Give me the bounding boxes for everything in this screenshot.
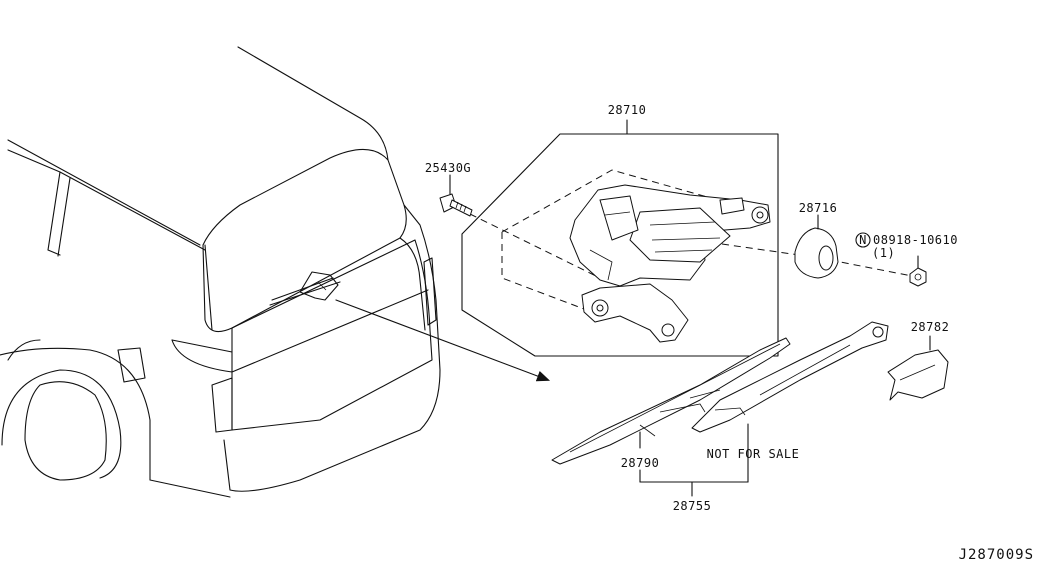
nut-marker-circle bbox=[855, 232, 871, 248]
label-nut-marker: N bbox=[859, 233, 867, 247]
wiper-motor-assembly bbox=[569, 184, 771, 343]
motor-detail-box bbox=[461, 119, 779, 357]
label-cover: 28782 bbox=[911, 320, 950, 334]
label-cap: 28716 bbox=[799, 201, 838, 215]
label-blade: 28790 bbox=[621, 456, 660, 470]
cap-part bbox=[794, 214, 839, 279]
vehicle-rear-illustration bbox=[0, 46, 441, 498]
wiper-arm-part bbox=[691, 321, 889, 433]
label-nut-code: 08918-10610 bbox=[873, 233, 958, 247]
wiper-blade-part bbox=[551, 337, 791, 465]
label-nut-qty: (1) bbox=[872, 246, 895, 260]
label-motor: 28710 bbox=[608, 103, 647, 117]
arm-assy-bracket bbox=[639, 423, 749, 497]
cover-part bbox=[887, 335, 949, 401]
label-arm-assy: 28755 bbox=[673, 499, 712, 513]
diagram-id: J287009S bbox=[959, 547, 1034, 563]
bolt-part bbox=[439, 174, 473, 217]
detail-arrow bbox=[335, 299, 551, 382]
label-bolt: 25430G bbox=[425, 161, 471, 175]
label-not-for-sale: NOT FOR SALE bbox=[707, 447, 800, 461]
nut-part bbox=[855, 232, 927, 287]
